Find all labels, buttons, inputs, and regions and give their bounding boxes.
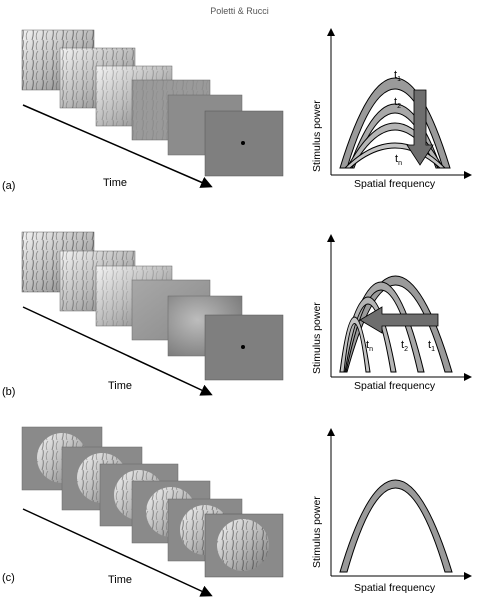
time-arrow xyxy=(22,306,213,396)
frame-c6 xyxy=(204,513,284,578)
x-axis-label: Spatial frequency xyxy=(354,582,436,594)
time-arrow xyxy=(22,104,213,188)
x-axis-label: Spatial frequency xyxy=(354,380,436,392)
panel-b: Time (b) Stimulus power Spatial frequenc… xyxy=(2,231,472,398)
shift-arrow xyxy=(359,306,439,334)
x-axis-label: Spatial frequency xyxy=(354,178,436,190)
y-axis-label: Stimulus power xyxy=(311,302,323,374)
plot-c: Stimulus power Spatial frequency xyxy=(311,428,472,594)
time-label: Time xyxy=(103,177,127,189)
y-axis-label: Stimulus power xyxy=(311,496,323,568)
panel-label: (c) xyxy=(2,572,15,584)
frame-stack-c xyxy=(21,426,284,578)
curve-label-tn: tn xyxy=(366,339,373,353)
time-label: Time xyxy=(108,380,132,392)
y-axis-label: Stimulus power xyxy=(311,100,323,172)
panel-label: (a) xyxy=(2,180,15,192)
frame-a6 xyxy=(204,110,284,177)
plot-a: Stimulus power Spatial frequency t1 t2 t… xyxy=(311,28,472,190)
time-arrow xyxy=(22,508,213,597)
curve-label-t2: t2 xyxy=(394,96,401,110)
frame-stack-a xyxy=(21,29,284,177)
curve-label-tn: tn xyxy=(395,153,402,167)
frame-stack-b xyxy=(21,231,284,381)
running-header: Poletti & Rucci xyxy=(210,6,269,16)
curve-label-t2: t2 xyxy=(401,339,408,353)
power-curve-tn xyxy=(339,316,371,373)
panel-a: Time (a) Stimulus power Spatial frequenc… xyxy=(2,28,472,192)
time-label: Time xyxy=(108,574,132,586)
fixation-dot xyxy=(241,345,245,349)
power-curve xyxy=(339,479,453,573)
panel-label: (b) xyxy=(2,386,15,398)
fixation-dot xyxy=(241,141,245,145)
decrease-arrow xyxy=(406,89,434,166)
curve-label-t1: t1 xyxy=(394,69,401,83)
curve-label-t1: t1 xyxy=(428,339,435,353)
frame-b6 xyxy=(204,314,284,381)
panel-c: Time (c) Stimulus power Spatial frequenc… xyxy=(2,426,472,597)
plot-b: Stimulus power Spatial frequency tn t2 t… xyxy=(311,234,472,392)
